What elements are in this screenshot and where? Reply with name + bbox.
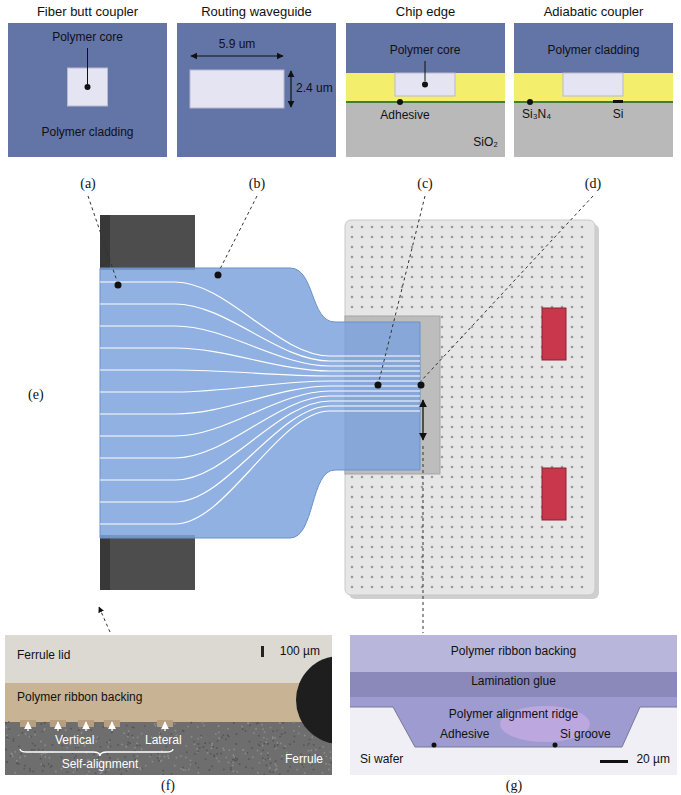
panel-letter: (e): [28, 387, 44, 402]
panel-c-drawing: [346, 23, 505, 157]
dimension: 2.4 um: [296, 82, 333, 96]
part-label: Vertical: [55, 734, 94, 748]
micrograph-panel: Polymer ribbon backingLamination gluePol…: [350, 635, 677, 775]
dimension: 5.9 um: [219, 38, 256, 52]
part-label: Si: [613, 108, 624, 122]
scale-bar-label: 100 µm: [280, 645, 320, 659]
part-label: Si groove: [560, 728, 611, 742]
panel-title: Adiabatic coupler: [544, 5, 644, 20]
part-label: Ferrule: [285, 753, 323, 767]
part-label: Polymer core: [52, 31, 123, 45]
panel-title: Chip edge: [396, 5, 455, 20]
part-label: Polymer cladding: [41, 126, 133, 140]
panel-letter: (g): [506, 778, 522, 793]
cross-section-panel: Adiabatic couplerPolymer claddingSi₃N₄ Si: [514, 3, 673, 158]
part-label: Adhesive: [380, 109, 429, 123]
groove-micrograph: [350, 635, 677, 775]
part-label: Polymer core: [390, 44, 461, 58]
ferrule-micrograph: [5, 635, 332, 775]
panel-a-drawing: [8, 23, 167, 157]
part-label: Adhesive: [440, 728, 489, 742]
package-schematic: [100, 215, 599, 599]
panel-letter: (b): [249, 176, 265, 191]
part-label: Polymer alignment ridge: [449, 708, 578, 722]
leader-dots: [115, 272, 425, 389]
leader-lines: [88, 196, 593, 633]
part-label: Ferrule lid: [17, 649, 70, 663]
panel-letter: (a): [80, 176, 96, 191]
panel-title: Routing waveguide: [201, 5, 312, 20]
part-label: Si₃N₄: [522, 108, 551, 122]
part-label: Polymer cladding: [547, 44, 639, 58]
cross-section-panel: Routing waveguide 5.9 um 2.4 um: [177, 3, 336, 158]
part-label: Self-alignment: [62, 758, 139, 772]
part-label: Polymer ribbon backing: [451, 645, 576, 659]
part-label: Lateral: [145, 734, 182, 748]
panel-letter: (d): [585, 176, 601, 191]
part-label: Polymer ribbon backing: [17, 691, 142, 705]
panel-letter: (f): [161, 778, 175, 793]
panel-b-drawing: [177, 23, 336, 157]
panel-letter: (c): [417, 176, 433, 191]
micrograph-panel: Ferrule lidPolymer ribbon backingVertica…: [5, 635, 332, 775]
cross-section-panel: Chip edgePolymer coreAdhesiveSiO₂: [346, 3, 505, 158]
panel-title: Fiber butt coupler: [37, 5, 138, 20]
part-label: SiO₂: [473, 136, 498, 150]
part-label: Lamination glue: [471, 675, 556, 689]
cross-section-panel: Fiber butt couplerPolymer corePolymer cl…: [8, 3, 167, 158]
scale-bar-label: 20 µm: [636, 753, 670, 767]
panel-d-drawing: [514, 23, 673, 157]
part-label: Si wafer: [360, 753, 403, 767]
